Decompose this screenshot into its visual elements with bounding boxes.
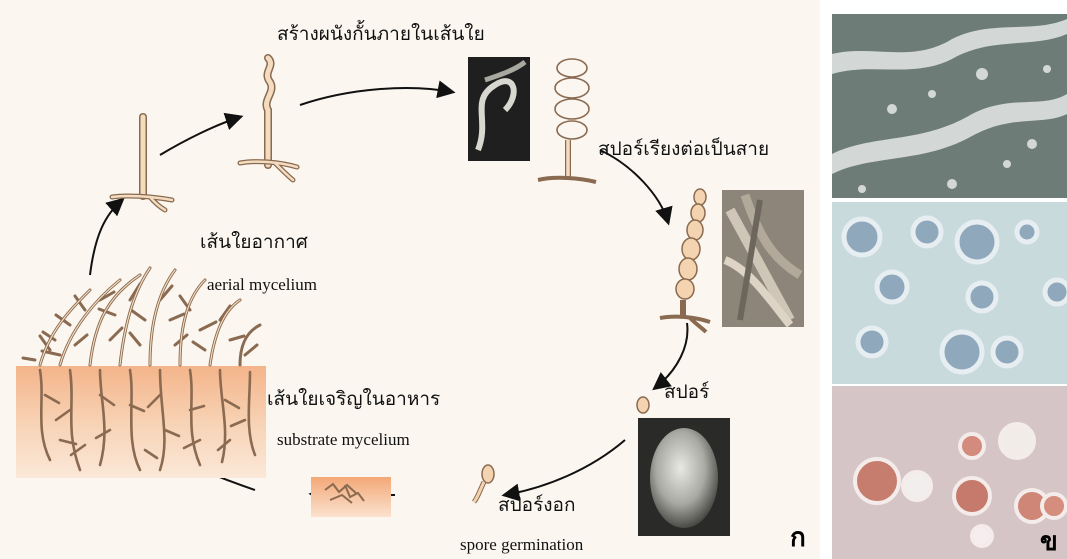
label-aerial-en: aerial mycelium	[207, 276, 317, 293]
life-cycle-svg	[0, 0, 820, 559]
label-spore-germination-th: สปอร์งอก	[498, 496, 575, 515]
label-septa-formation: สร้างผนังกั้นภายในเส้นใย	[277, 25, 485, 44]
label-spore-chain: สปอร์เรียงต่อเป็นสาย	[598, 140, 769, 159]
panel-letter-b: ข	[1040, 529, 1058, 555]
spore-chain-photo	[722, 190, 804, 327]
spore-sem-photo	[638, 418, 730, 536]
septated-chain	[538, 59, 596, 182]
arrow-septa-to-chain	[600, 150, 668, 222]
plate-grey-colonies	[832, 14, 1067, 198]
plate-blue-white-colonies	[832, 202, 1067, 384]
plate-pink-colonies	[832, 386, 1067, 559]
life-cycle-diagram: สร้างผนังกั้นภายในเส้นใย สปอร์เรียงต่อเป…	[0, 0, 820, 559]
germinating-spore	[474, 465, 494, 502]
arrow-erect-to-coil	[160, 117, 240, 155]
medium-block	[16, 366, 266, 478]
coiling-hypha	[240, 58, 297, 180]
arrow-coil-to-septa	[300, 88, 452, 105]
erect-hypha	[112, 117, 172, 210]
single-spore	[637, 397, 649, 413]
arrow-aerial-to-erect	[90, 200, 122, 275]
label-spore: สปอร์	[664, 383, 709, 402]
arrow-chain-to-spore	[655, 323, 687, 388]
panel-letter-a: ก	[790, 525, 806, 551]
small-medium-block	[311, 477, 391, 517]
label-aerial-th: เส้นใยอากาศ	[200, 233, 308, 252]
label-substrate-en: substrate mycelium	[277, 431, 410, 448]
spore-chain	[660, 189, 710, 332]
label-substrate-th: เส้นใยเจริญในอาหาร	[267, 390, 440, 409]
arrow-spore-to-germ	[505, 440, 625, 495]
label-spore-germination-en: spore germination	[460, 536, 583, 553]
septa-photo	[468, 57, 530, 161]
colony-photos-panel: ข	[832, 14, 1067, 559]
